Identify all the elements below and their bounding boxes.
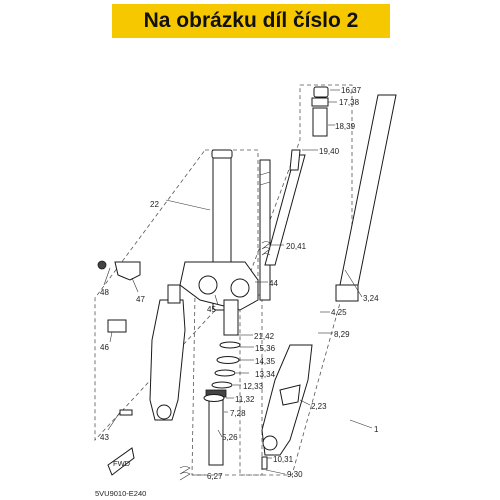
callout-47: 47 (136, 295, 145, 304)
callout-20-41: 20,41 (286, 242, 307, 251)
callout-6-27: 6,27 (207, 472, 223, 481)
callout-4-25: 4,25 (331, 308, 347, 317)
title-banner: Na obrázku díl číslo 2 (112, 4, 390, 38)
bracket-47 (97, 260, 141, 281)
callout-5-26: 5,26 (222, 433, 238, 442)
callout-43: 43 (100, 433, 109, 442)
fwd-badge: FWD (107, 447, 135, 476)
callout-21-42: 21,42 (254, 332, 275, 341)
banner-title: Na obrázku díl číslo 2 (143, 9, 359, 32)
left-fork-leg (149, 284, 186, 421)
right-fork-leg (261, 344, 313, 456)
triple-clamp (179, 261, 259, 336)
drawing-code: 5VU9010-E240 (95, 489, 146, 498)
callout-3-24: 3,24 (363, 294, 379, 303)
fork-cap (289, 86, 329, 171)
spring-rod (264, 154, 306, 266)
callout-2-23: 2,23 (311, 402, 327, 411)
callout-46: 46 (100, 343, 109, 352)
callout-8-29: 8,29 (334, 330, 350, 339)
fwd-label: FWD (113, 459, 131, 468)
callout-9-30: 9,30 (287, 470, 303, 479)
clamp-46 (107, 319, 127, 333)
callout-48: 48 (100, 288, 109, 297)
callout-45: 45 (207, 305, 216, 314)
fork-assembly-outline (94, 149, 259, 442)
callout-19-40: 19,40 (319, 147, 340, 156)
callout-14-35: 14,35 (255, 357, 276, 366)
right-outer-tube (335, 94, 397, 302)
bolt-9-30 (261, 456, 268, 470)
callout-16-37: 16,37 (341, 86, 362, 95)
callout-17-38: 17,38 (339, 98, 360, 107)
callout-18-39: 18,39 (335, 122, 356, 131)
callout-10-31: 10,31 (273, 455, 294, 464)
callout-44: 44 (269, 279, 278, 288)
callout-13-34: 13,34 (255, 370, 276, 379)
callout-1: 1 (374, 425, 379, 434)
callout-11-32: 11,32 (235, 395, 255, 404)
seal-stack (203, 341, 241, 402)
callout-22: 22 (150, 200, 159, 209)
steering-shaft (259, 159, 271, 301)
callout-15-36: 15,36 (255, 344, 276, 353)
spring-20-41 (261, 241, 271, 256)
callout-7-28: 7,28 (230, 409, 246, 418)
bolt-43 (119, 409, 133, 416)
callout-12-33: 12,33 (243, 382, 264, 391)
spring-6-27 (179, 466, 191, 481)
